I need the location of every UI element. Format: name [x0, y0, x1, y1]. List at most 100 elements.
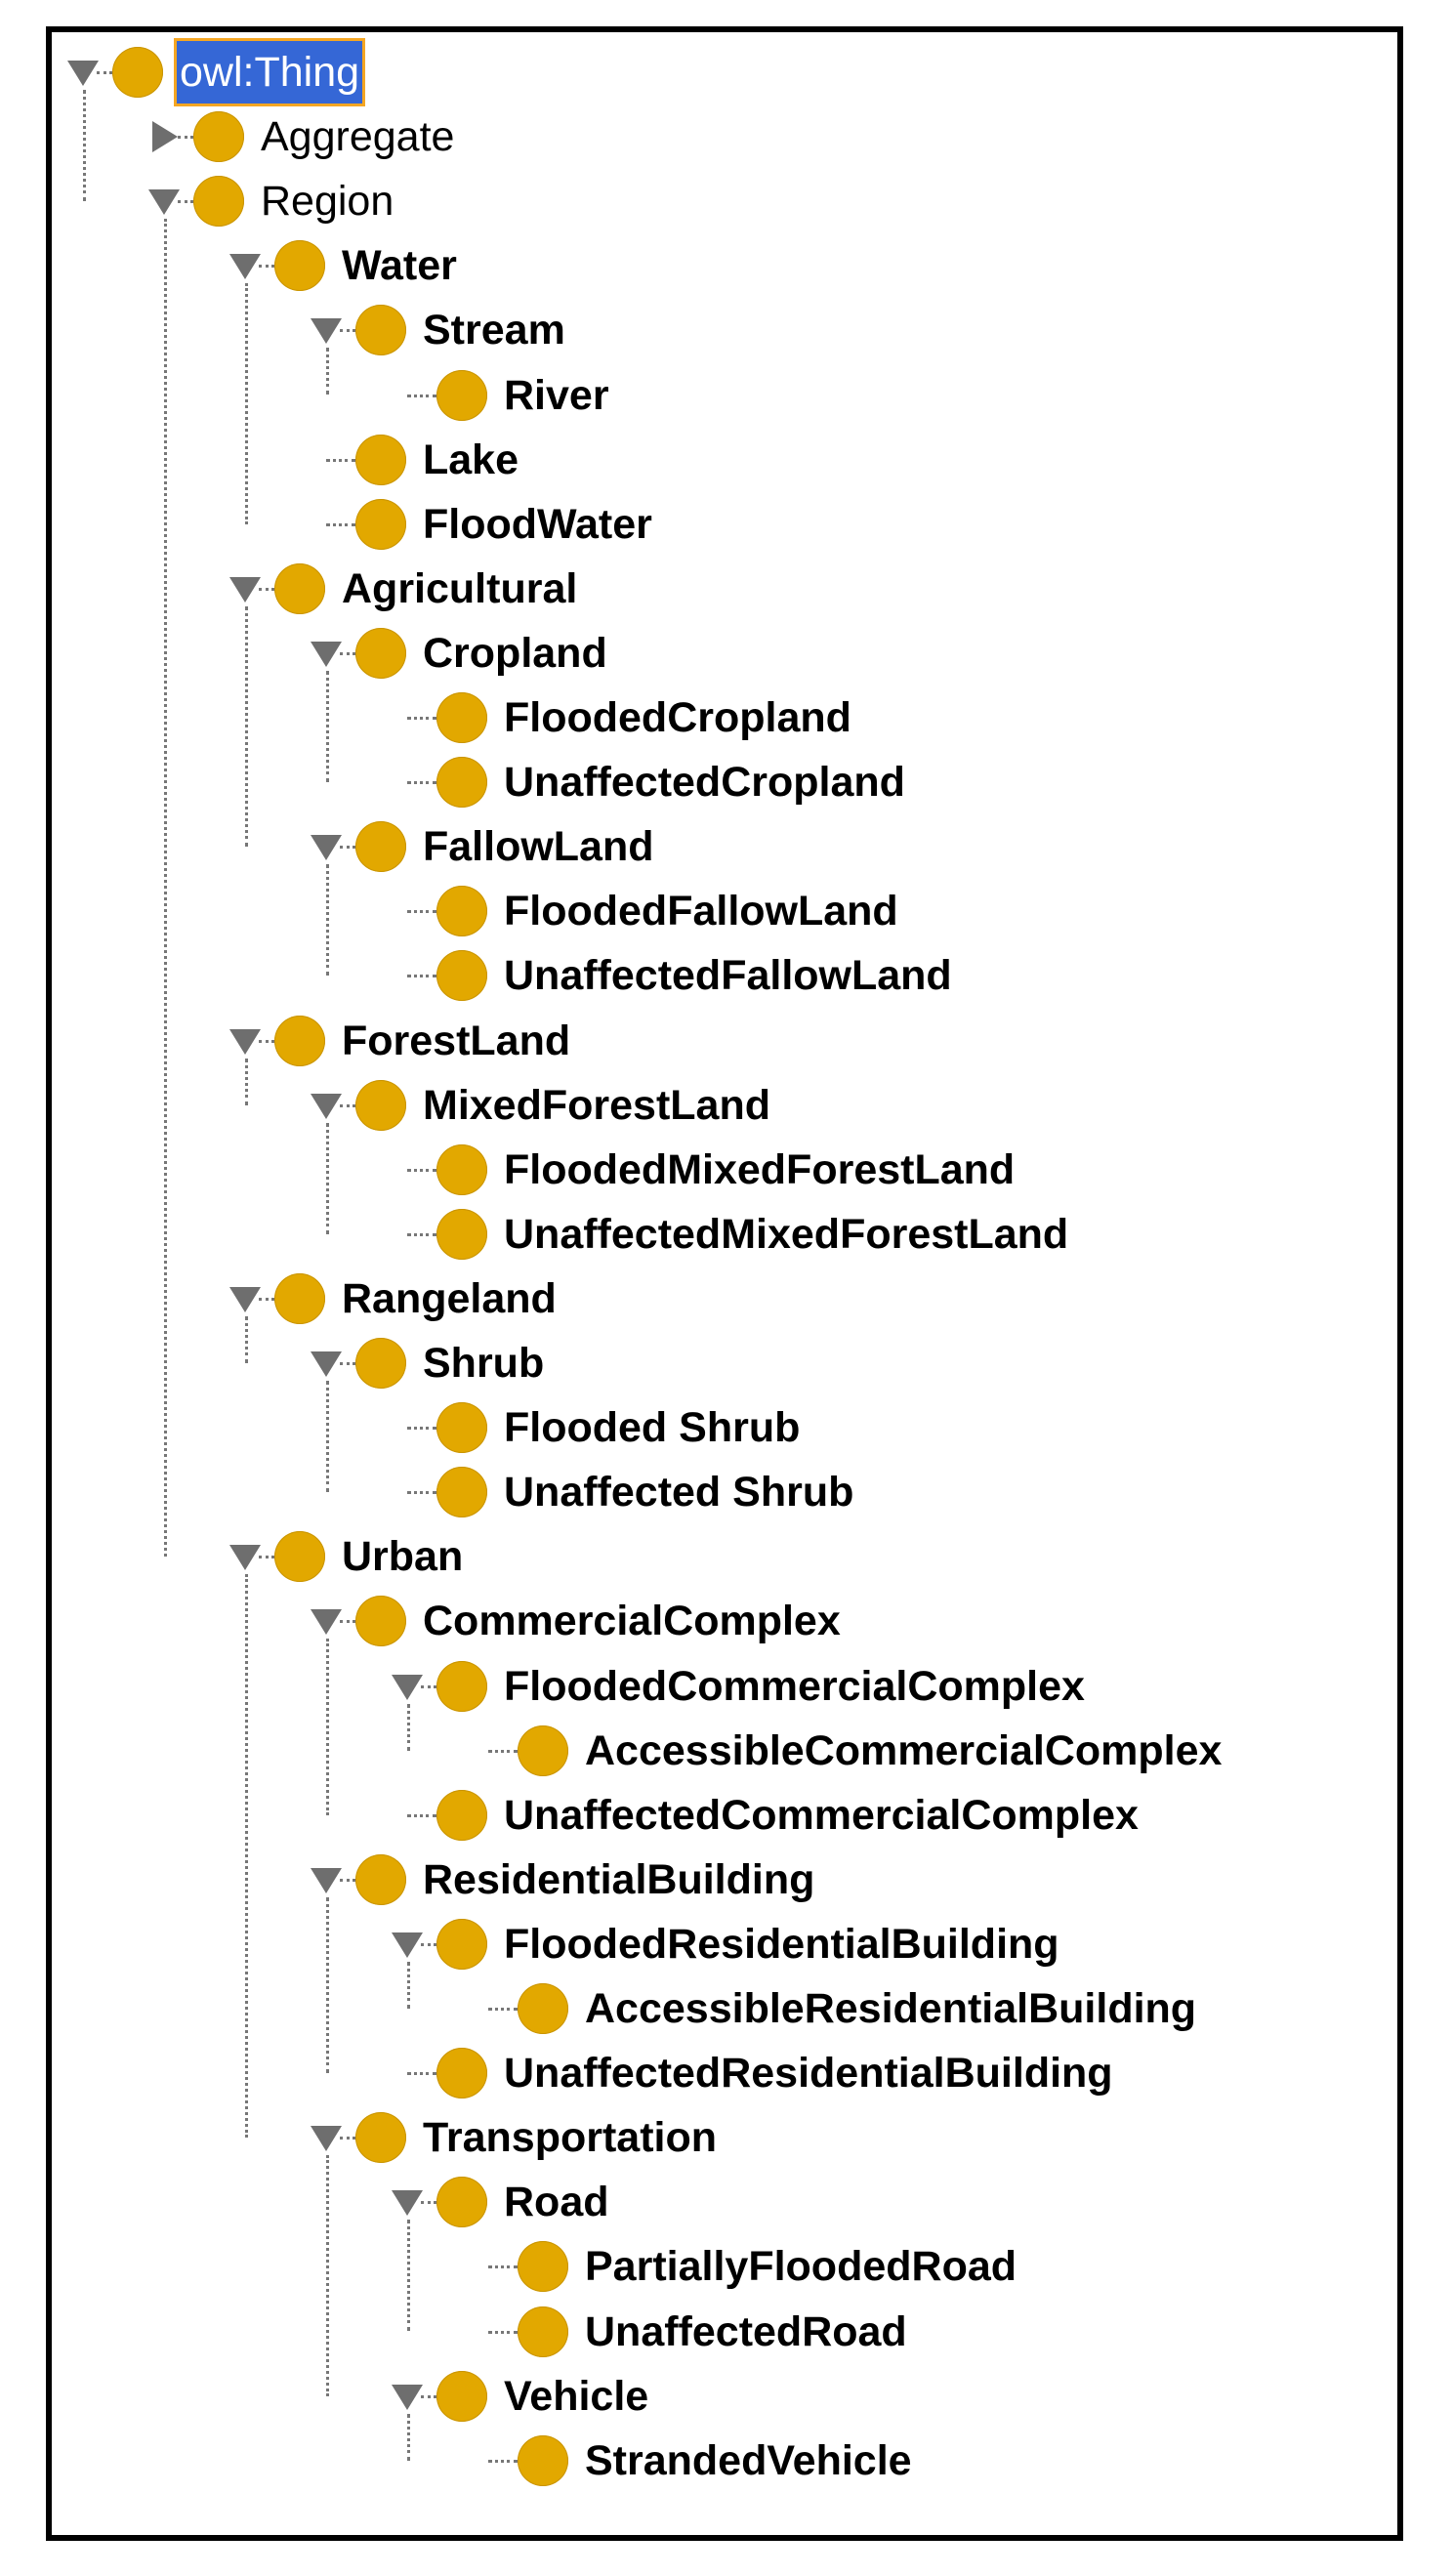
expanded-triangle-icon[interactable] — [307, 827, 346, 866]
owl-class-icon — [355, 821, 406, 873]
tree-connector — [326, 522, 355, 526]
expanded-triangle-icon[interactable] — [307, 1601, 346, 1641]
owl-class-icon — [355, 627, 406, 679]
class-node-label[interactable]: CommercialComplex — [423, 1598, 841, 1645]
class-node-label[interactable]: Rangeland — [342, 1274, 557, 1322]
class-node-label[interactable]: Cropland — [423, 629, 607, 677]
expanded-triangle-icon[interactable] — [145, 182, 184, 221]
expanded-triangle-icon[interactable] — [307, 634, 346, 673]
class-node-label[interactable]: River — [504, 371, 609, 419]
class-node-label[interactable]: UnaffectedRoad — [585, 2307, 907, 2355]
expanded-triangle-icon[interactable] — [307, 311, 346, 350]
expanded-triangle-icon[interactable] — [307, 2118, 346, 2157]
class-node-label[interactable]: StrandedVehicle — [585, 2436, 912, 2484]
owl-class-icon — [355, 1853, 406, 1905]
tree-connector — [259, 587, 274, 591]
collapsed-triangle-icon[interactable] — [145, 117, 184, 156]
expanded-triangle-icon[interactable] — [307, 1086, 346, 1125]
tree-guide-line — [326, 348, 329, 395]
tree-connector — [407, 1427, 436, 1431]
class-node-label[interactable]: MixedForestLand — [423, 1081, 770, 1129]
expanded-triangle-icon[interactable] — [307, 1344, 346, 1383]
tree-guide-line — [407, 1961, 410, 2009]
expanded-triangle-icon[interactable] — [388, 2377, 427, 2416]
class-node-label[interactable]: FallowLand — [423, 823, 654, 871]
class-node-label[interactable]: Transportation — [423, 2114, 718, 2162]
tree-connector — [421, 1942, 436, 1946]
owl-class-icon — [436, 1143, 487, 1195]
owl-class-icon — [355, 1079, 406, 1131]
class-node-label[interactable]: UnaffectedResidentialBuilding — [504, 2050, 1113, 2098]
expanded-triangle-icon[interactable] — [226, 1021, 265, 1060]
owl-class-icon — [355, 1596, 406, 1647]
class-node-label[interactable]: AccessibleCommercialComplex — [585, 1726, 1223, 1774]
class-node-label[interactable]: ForestLand — [342, 1017, 571, 1064]
tree-guide-line — [407, 2413, 410, 2461]
class-node-label[interactable]: FloodedCropland — [504, 694, 851, 741]
class-node-label[interactable]: Urban — [342, 1533, 464, 1581]
class-node-label[interactable]: Shrub — [423, 1340, 545, 1387]
owl-class-icon — [436, 1208, 487, 1260]
class-node-label[interactable]: FloodedMixedForestLand — [504, 1145, 1016, 1193]
owl-class-icon — [436, 2048, 487, 2099]
tree-guide-line — [326, 1122, 329, 1234]
expanded-triangle-icon[interactable] — [388, 1925, 427, 1964]
tree-guide-line — [326, 864, 329, 976]
class-node-label[interactable]: Road — [504, 2179, 609, 2226]
owl-class-icon — [112, 47, 163, 98]
owl-class-icon — [193, 111, 244, 163]
tree-connector — [340, 651, 355, 655]
tree-guide-line — [326, 2155, 329, 2396]
class-node-label[interactable]: Aggregate — [261, 113, 455, 161]
expanded-triangle-icon[interactable] — [226, 1537, 265, 1576]
owl-class-icon — [436, 1789, 487, 1841]
class-node-label[interactable]: owl:Thing — [173, 38, 366, 106]
class-node-label[interactable]: Vehicle — [504, 2372, 649, 2420]
class-node-label[interactable]: Lake — [423, 436, 519, 483]
class-node-label[interactable]: Unaffected Shrub — [504, 1469, 854, 1517]
tree-connector — [421, 2201, 436, 2205]
class-node-label[interactable]: FloodedFallowLand — [504, 888, 898, 935]
class-node-label[interactable]: FloodWater — [423, 500, 652, 548]
tree-connector — [340, 2137, 355, 2140]
tree-connector — [340, 1878, 355, 1882]
tree-connector — [407, 1168, 436, 1172]
class-node-label[interactable]: Flooded Shrub — [504, 1404, 801, 1452]
class-node-label[interactable]: UnaffectedFallowLand — [504, 952, 952, 1000]
class-node-label[interactable]: Agricultural — [342, 564, 578, 612]
tree-connector — [178, 200, 193, 204]
class-node-label[interactable]: UnaffectedMixedForestLand — [504, 1210, 1069, 1258]
owl-class-icon — [274, 240, 325, 292]
owl-class-icon — [518, 1724, 568, 1776]
class-node-label[interactable]: FloodedCommercialComplex — [504, 1662, 1085, 1710]
expanded-triangle-icon[interactable] — [226, 246, 265, 285]
class-node-label[interactable]: AccessibleResidentialBuilding — [585, 1985, 1197, 2032]
tree-guide-line — [245, 1574, 248, 2139]
tree-connector — [488, 2008, 518, 2011]
tree-connector — [178, 136, 193, 140]
class-node-label[interactable]: PartiallyFloodedRoad — [585, 2243, 1017, 2291]
owl-class-icon — [436, 692, 487, 743]
expanded-triangle-icon[interactable] — [226, 1279, 265, 1318]
owl-class-icon — [436, 886, 487, 937]
owl-class-icon — [436, 2177, 487, 2228]
owl-class-icon — [436, 1402, 487, 1454]
expanded-triangle-icon[interactable] — [388, 1667, 427, 1706]
tree-connector — [488, 2330, 518, 2334]
expanded-triangle-icon[interactable] — [226, 569, 265, 608]
class-node-label[interactable]: UnaffectedCropland — [504, 759, 905, 807]
class-node-label[interactable]: Stream — [423, 307, 565, 354]
class-node-label[interactable]: Water — [342, 242, 457, 290]
tree-connector — [488, 2459, 518, 2463]
tree-connector — [407, 1813, 436, 1817]
owl-class-icon — [355, 2112, 406, 2164]
expanded-triangle-icon[interactable] — [388, 2182, 427, 2222]
class-node-label[interactable]: UnaffectedCommercialComplex — [504, 1791, 1139, 1839]
class-node-label[interactable]: Region — [261, 178, 394, 226]
expanded-triangle-icon[interactable] — [63, 53, 103, 92]
expanded-triangle-icon[interactable] — [307, 1860, 346, 1899]
class-node-label[interactable]: FloodedResidentialBuilding — [504, 1920, 1059, 1968]
class-node-label[interactable]: ResidentialBuilding — [423, 1855, 815, 1903]
owl-class-icon — [193, 176, 244, 228]
